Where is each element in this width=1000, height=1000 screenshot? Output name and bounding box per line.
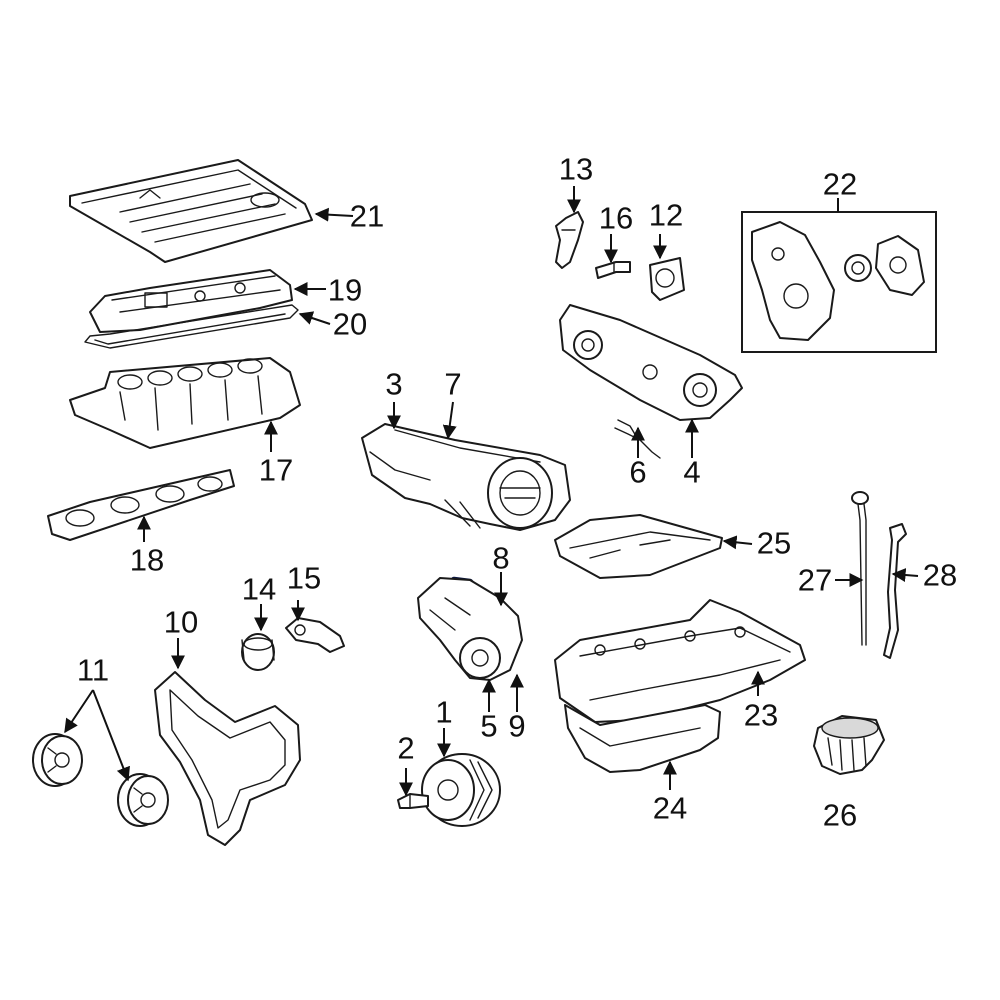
callout-20: 20 (333, 307, 367, 342)
callout-18: 18 (130, 543, 164, 578)
callout-22: 22 (823, 167, 857, 202)
timing-belt-rear-plate[interactable] (559, 304, 743, 421)
callout-13: 13 (559, 152, 593, 187)
crankshaft-pulley[interactable] (421, 753, 501, 827)
leader-lines (64, 186, 919, 797)
engine-cover[interactable] (69, 159, 313, 263)
timing-belt[interactable] (154, 671, 301, 846)
callout-15: 15 (287, 561, 321, 596)
crank-bolt[interactable] (397, 793, 429, 809)
dipstick[interactable] (851, 491, 869, 646)
cam-sprocket-b[interactable] (117, 773, 169, 827)
callout-4: 4 (683, 455, 700, 490)
callout-23: 23 (744, 698, 778, 733)
callout-26: 26 (823, 798, 857, 833)
callout-8: 8 (492, 541, 509, 576)
callout-28: 28 (923, 558, 957, 593)
callout-19: 19 (328, 273, 362, 308)
oil-pump-group[interactable] (741, 211, 937, 353)
oil-filter[interactable] (813, 715, 885, 775)
intake-manifold[interactable] (69, 357, 301, 449)
timing-cover[interactable] (361, 423, 571, 531)
callout-14: 14 (242, 572, 276, 607)
callout-21: 21 (350, 199, 384, 234)
water-pump-assembly[interactable] (417, 577, 523, 681)
callout-9: 9 (508, 709, 525, 744)
valve-cover[interactable] (89, 269, 293, 333)
idler-pulley-12[interactable] (649, 257, 685, 301)
valve-cover-gasket[interactable] (84, 304, 299, 349)
callout-7: 7 (444, 367, 461, 402)
callout-labels: 1 2 3 4 5 6 7 8 9 10 11 12 13 14 15 16 1… (77, 152, 957, 833)
dipstick-tube[interactable] (883, 523, 907, 659)
cam-sprocket-a[interactable] (32, 733, 83, 787)
callout-17: 17 (259, 453, 293, 488)
callout-27: 27 (798, 563, 832, 598)
callout-16: 16 (599, 201, 633, 236)
temperature-sensor[interactable] (555, 211, 584, 269)
bushing-14[interactable] (241, 633, 275, 671)
callout-6: 6 (629, 455, 646, 490)
oil-baffle-plate[interactable] (554, 514, 723, 579)
callout-25: 25 (757, 526, 791, 561)
intake-gasket[interactable] (47, 469, 235, 541)
callout-24: 24 (653, 791, 687, 826)
callout-11: 11 (77, 653, 109, 688)
callout-5: 5 (480, 709, 497, 744)
callout-2: 2 (397, 731, 414, 766)
oil-pan-lower[interactable] (564, 704, 721, 773)
callout-3: 3 (385, 367, 402, 402)
bolt-16[interactable] (595, 261, 631, 279)
callout-12: 12 (649, 198, 683, 233)
bracket-15[interactable] (285, 617, 345, 653)
callout-1: 1 (435, 695, 452, 730)
callout-10: 10 (164, 605, 198, 640)
